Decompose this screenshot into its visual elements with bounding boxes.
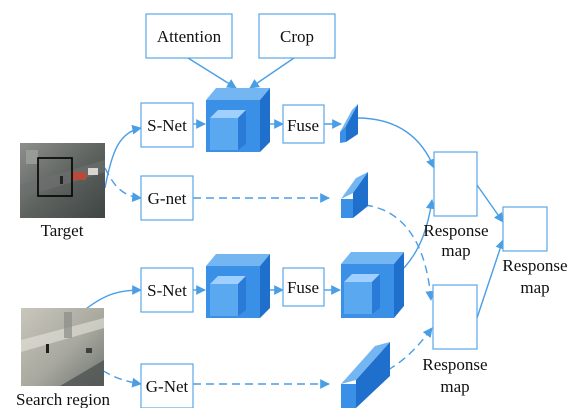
fuse-top-label: Fuse <box>287 116 319 135</box>
arrow-response-top-to-final <box>476 184 504 223</box>
fuse-bottom-box <box>282 267 325 307</box>
module-boxes <box>140 13 548 408</box>
target-label: Target <box>41 221 84 240</box>
arrow-target-to-snet <box>104 124 142 189</box>
response-map-final-label-line1: Response <box>502 256 567 275</box>
snet-top-label: S-Net <box>147 116 187 135</box>
arrow-search-to-snet <box>81 285 142 313</box>
feature-slab-top <box>340 104 358 143</box>
arrow-feature-to-response-top <box>356 117 436 169</box>
arrow-response-bottom-to-final <box>476 239 505 319</box>
labels: Attention Crop S-Net G-net Fuse S-Net Fu… <box>16 27 568 408</box>
arrow-bottom-feature-to-response-top <box>403 199 436 269</box>
target-bounding-box <box>37 157 73 197</box>
arrow-crop-to-cube <box>249 57 295 89</box>
crop-label: Crop <box>280 27 314 46</box>
crop-box <box>258 13 336 59</box>
gnet-bottom-box <box>140 363 194 408</box>
response-map-top-box <box>433 151 478 217</box>
fuse-bottom-label: Fuse <box>287 278 319 297</box>
g-feature-slab-bottom <box>341 342 390 408</box>
search-region-image <box>21 308 104 386</box>
fused-feature-cube-bottom <box>341 252 404 318</box>
arrow-top-gfeature-to-response-bottom <box>364 204 436 301</box>
fuse-top-box <box>282 104 325 144</box>
arrow-target-to-gnet <box>104 167 142 202</box>
response-map-bottom-label-line2: map <box>440 377 469 396</box>
response-map-final-label-line2: map <box>520 278 549 297</box>
response-map-top-label-line2: map <box>441 241 470 260</box>
gnet-bottom-label: G-Net <box>146 377 189 396</box>
arrow-bottom-gfeature-to-response-bottom <box>387 327 433 371</box>
attention-label: Attention <box>157 27 222 46</box>
snet-top-box <box>140 102 194 148</box>
arrow-attention-to-cube <box>187 57 237 89</box>
snet-bottom-box <box>140 267 194 313</box>
response-map-bottom-label-line1: Response <box>422 355 487 374</box>
feature-cube-bottom <box>206 254 270 318</box>
response-map-final-box <box>502 206 548 252</box>
gnet-top-box <box>140 175 194 221</box>
attention-box <box>145 13 233 59</box>
target-image <box>20 143 105 218</box>
gnet-top-label: G-net <box>148 189 187 208</box>
connectors <box>81 57 505 389</box>
g-feature-slab-top <box>341 172 368 218</box>
response-map-bottom-box <box>432 284 478 350</box>
feature-cube-top <box>206 88 270 152</box>
snet-bottom-label: S-Net <box>147 281 187 300</box>
search-region-label: Search region <box>16 390 110 408</box>
response-map-top-label-line1: Response <box>423 221 488 240</box>
